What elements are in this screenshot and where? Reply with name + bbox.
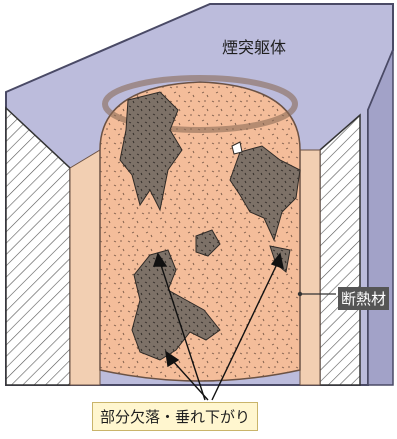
partial-fall-label: 部分欠落・垂れ下がり: [92, 402, 258, 431]
right-wall-hatching: [320, 115, 360, 385]
insulation-label: 断熱材: [338, 287, 389, 310]
insulation-layer: [70, 150, 100, 385]
chimney-body-side-face: [368, 50, 393, 385]
insulation-layer: [300, 150, 320, 385]
insulation-leader-dot: [298, 292, 302, 296]
chimney-body-label: 煙突躯体: [222, 34, 286, 58]
